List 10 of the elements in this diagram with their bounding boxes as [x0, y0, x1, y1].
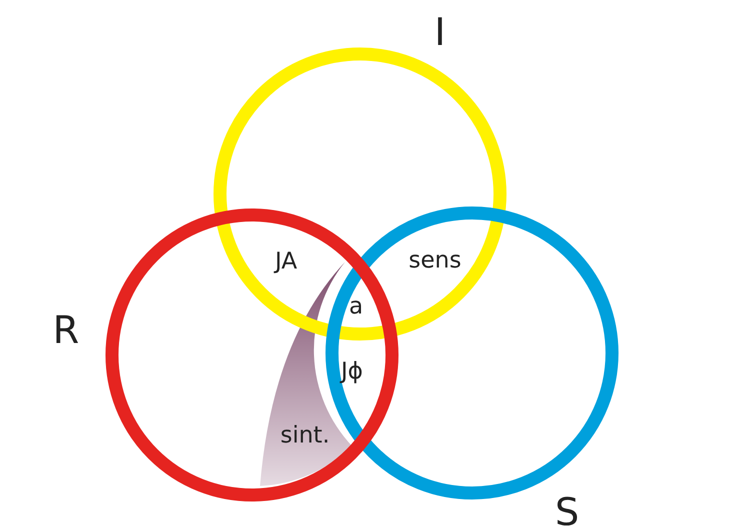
region-label: JA	[274, 250, 298, 274]
set-letter: I	[434, 13, 446, 51]
region-label: Jϕ	[341, 360, 363, 384]
region-label: sens	[408, 250, 462, 272]
region-label: a	[348, 296, 364, 318]
ring	[104, 207, 400, 503]
set-letter: S	[554, 493, 580, 531]
ring	[212, 46, 508, 342]
set-letter: R	[52, 311, 80, 349]
region-label: sint.	[280, 424, 330, 448]
